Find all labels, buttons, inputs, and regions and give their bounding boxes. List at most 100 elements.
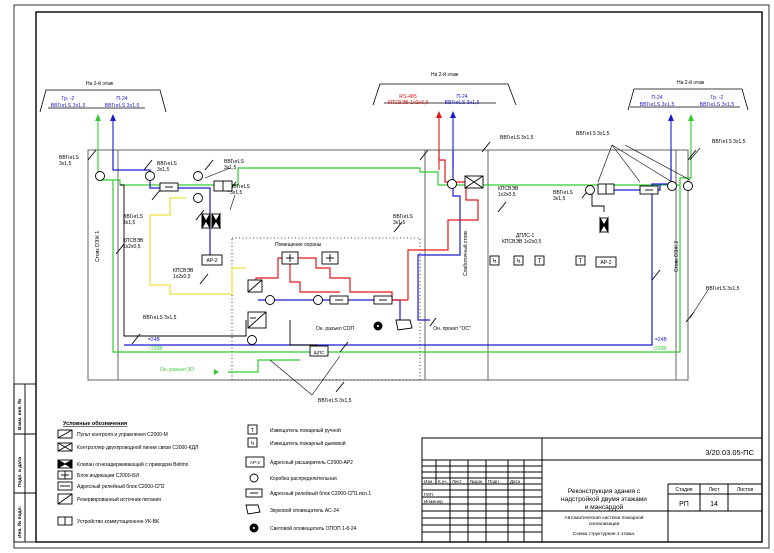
description-line: Автоматическая система пожарной [565,514,644,521]
cable-label: ВВГнгLS 3х1,5 [712,139,746,145]
inner-border [35,11,763,543]
listov-header: Листов [737,487,754,493]
title-block-texts: 3/20.03.05-ПС Изм. К.уч. Лист №док. Подп… [424,448,755,537]
cable-label: ВВГнгLS [230,184,250,190]
feeder-right-b-name: Гр. -2 [711,95,724,101]
junction-box-icon [193,193,203,203]
legend-item: Адресный расширитель С2000-АР2 [270,459,353,466]
cable-label: КПСВЭВ [173,268,194,274]
legend-bi-icon [57,470,73,480]
wire-green-bus [97,150,692,186]
stamp-label: Инв. № подл. [17,506,23,538]
legend-item: Звуковой оповещатель АС-24 [270,507,339,514]
feeder-center-a-name: RS-485 [399,94,417,100]
svg-text:Ϟ: Ϟ [493,259,497,265]
legend-light-icon [249,523,259,533]
col-izm: Изм. [424,479,434,484]
project-title-line: надстройкой двумя этажами [561,495,647,503]
junction-box-icon [313,295,323,305]
feeder-center-b-cable: ВВГнгLS 3х1,5 [445,100,480,106]
feeder-right-a-cable: ВВГнгLS 3х1,5 [640,102,675,108]
document-code: 3/20.03.05-ПС [705,448,754,457]
sheet-description: Автоматическая система пожарной сигнализ… [565,514,644,537]
legend-item: Коробка распределительная [270,476,337,482]
drawing-frame [13,4,770,549]
legend-kdl-icon [57,442,73,452]
cable-label: ВВГнгLS 3х1,5 [500,135,534,141]
out-os-label: Он. проект "ОС" [433,326,471,332]
col-kuch: К.уч. [438,479,448,484]
feeder-center-a-cable: КПСВЭВ 1х2х0,5 [388,100,429,106]
wire-black-right [591,190,605,212]
schps-label: ЩПС [314,350,325,355]
address-expander-ar2-icon [201,254,617,268]
wire-blue-2 [124,150,672,346]
legend-item: Контроллер двухпроводной линии связи С20… [77,444,198,451]
legend-ar2-glyph: АР-2 [250,460,261,465]
out-zo-arrow [214,369,219,375]
legend-item: Адресный релейный блок С2000-СП1 исп.1 [270,490,371,497]
cable-label: ВВГнгLS 3х1,5 [318,398,352,404]
legend-ukvk-icon [57,516,73,526]
sb-24-right: =24В [655,337,667,343]
sound-alarm-icon [395,319,413,331]
cable-label: 3х1,5 [553,196,565,202]
feeder-left-a-cable: ВВГнгLS 3х1,5 [51,103,86,109]
feeder-center-b-name: П-24 [456,94,467,100]
dpls-label-2: КПСВЭВ 1х2х0,5 [502,239,542,245]
legend-manual-icon [247,424,258,435]
sheet-meta: Стадия Лист Листов РП 14 [675,487,753,508]
project-title-line: Реконструкция здания с [568,488,641,495]
list-header: Лист [709,487,721,493]
manual-call-point-icon: Ϟ [513,255,524,266]
legend-ar2-icon [245,456,265,468]
svg-text:T: T [579,259,583,265]
cable-label: 3х1,5 [157,167,169,173]
stadia-value: РП [679,501,689,508]
out-zo-label: Он. разъел ЗО [160,367,194,373]
legend-item: Световой оповещатель ОПОП 1-8-24 [270,525,357,532]
title-block [421,437,763,543]
legend-glyph: T [251,428,255,434]
wire-blue-3 [417,150,461,321]
title-block-columns: Изм. К.уч. Лист №док. Подп. Дата ГИП Инж… [424,479,520,504]
legend-item: Адресный релейный блок С2000-СП2 [77,483,165,490]
junction-box-icon [145,171,155,181]
legend-item: Извещатель пожарный дымовой [270,440,346,447]
col-podp: Подп. [488,479,500,484]
project-title: Реконструкция здания с надстройкой двумя… [561,488,647,511]
feeder-left-a-name: Гр. -2 [62,96,75,102]
wire-black-room [289,320,318,346]
cable-label: ВВГнгLS [59,155,79,161]
belimo-valve-icon [201,212,609,234]
legend-title: Условные обозначения [63,420,127,427]
wire-red-room [255,257,408,301]
side-stamp [13,383,37,543]
stamp-label: Подп. и дата [17,457,23,487]
guard-room-outline [231,237,421,381]
indication-block-bi-icon [281,251,299,265]
stadia-header: Стадия [675,487,692,493]
sb-24-left: =24В [148,337,160,343]
col-ndok: №док. [470,479,483,484]
riser-center-label: Слаботочный стояк [462,230,469,276]
feeder-left-b-name: П-24 [116,96,127,102]
ar2-label: АР-2 [600,260,611,266]
legend-belimo-icon [57,459,73,469]
relay-block-sp1-icon [329,295,349,305]
floor-label-right: На 2-й этаж [677,79,705,86]
project-title-line: и мансардой [585,503,624,511]
cable-label: 3х1,5 [224,165,236,171]
wire-yellow-loop [149,215,246,295]
cable-label: 1х2х0,5 [173,274,191,280]
indication-block-bi-icon [321,251,339,265]
guard-room-label: Помещение охраны [275,242,322,248]
cable-label: 3х1,5 [59,161,71,167]
wire-red-rs485 [407,150,479,300]
wire-green-down [112,180,681,353]
wire-green-zo [228,359,300,373]
description-line: Схема структурная 1 этажа. [573,531,635,537]
stamp-label: Взам. инв. № [17,399,23,430]
side-stamp-labels: Взам. инв. № Подп. и дата Инв. № подл. [17,399,23,538]
junction-box-icon [667,181,677,191]
